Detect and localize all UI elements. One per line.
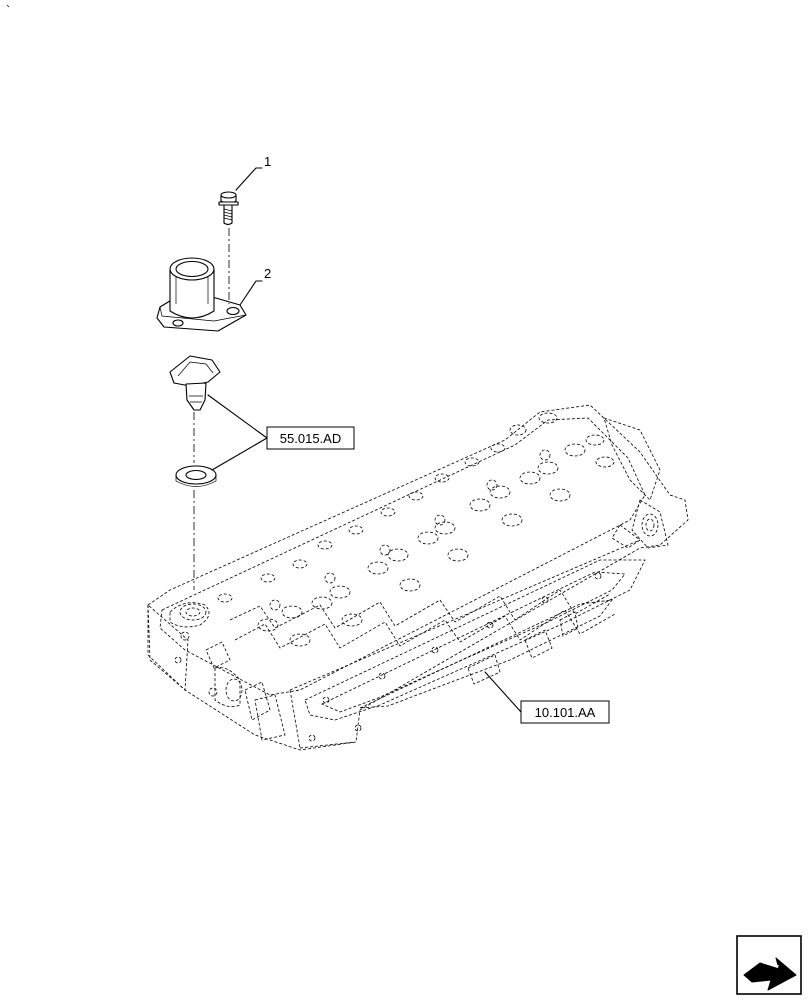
seal-ring-part [175,465,217,487]
injector-bore-group [269,449,551,611]
head-bolt-boss-group [217,412,558,603]
water-outlet-housing-part [156,257,247,332]
reference-10-101-aa[interactable]: 10.101.AA [484,671,610,724]
corner-mark [6,4,10,8]
callout-2-label: 2 [264,266,271,281]
callout-1: 1 [235,154,271,191]
flange-bolt-hole-group [308,572,602,742]
valve-boss-group [257,434,615,647]
reference-55-015-ad[interactable]: 55.015.AD [207,394,355,471]
next-page-arrow-icon[interactable] [736,935,802,995]
callout-2: 2 [239,266,271,306]
callout-1-label: 1 [264,154,271,169]
reference-55-015-ad-box[interactable] [266,426,355,450]
thermostat-part [169,355,221,411]
bolt-part [218,191,239,226]
reference-10-101-aa-label: 10.101.AA [535,705,596,720]
cylinder-head-part [147,404,689,751]
reference-55-015-ad-label: 55.015.AD [280,431,341,446]
reference-10-101-aa-box[interactable] [520,700,610,724]
